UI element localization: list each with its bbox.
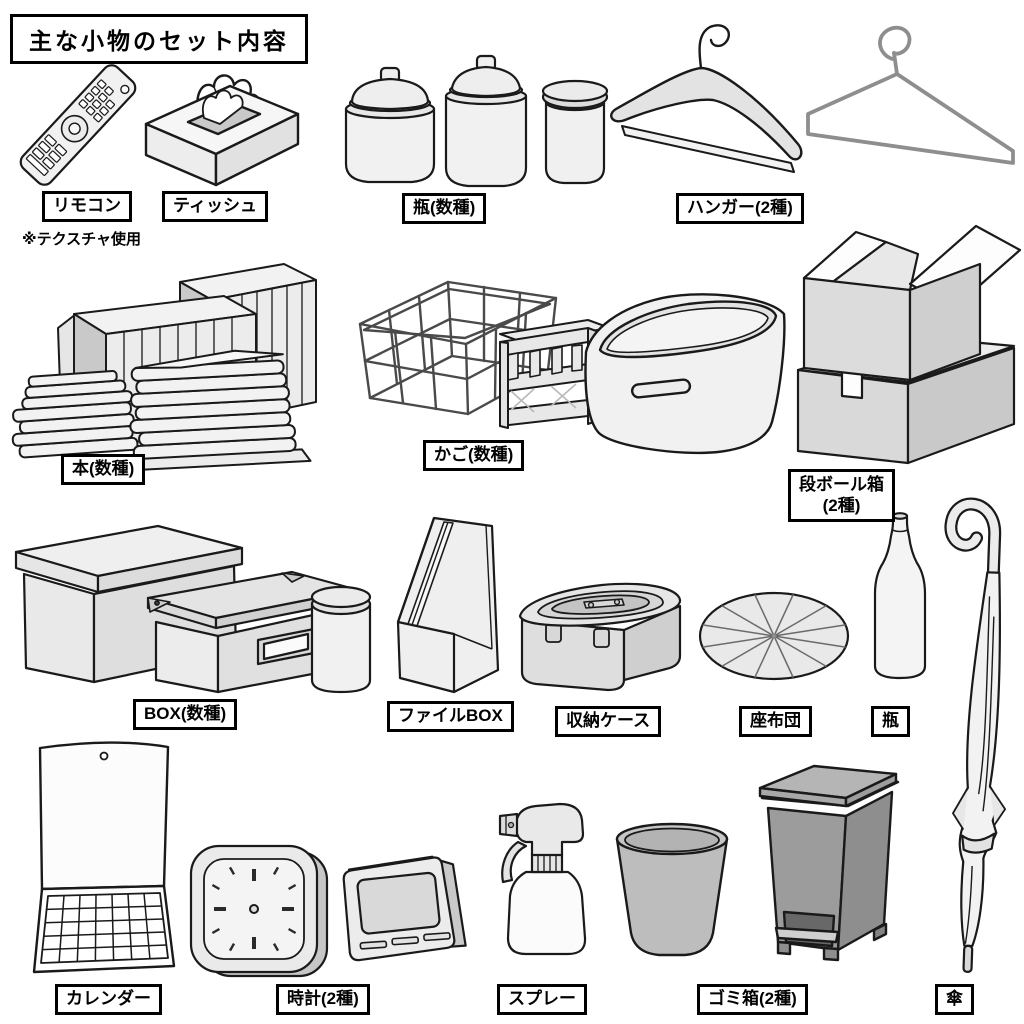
label-umbrella: 傘 bbox=[935, 984, 974, 1015]
pedal-trash-can-illustration bbox=[746, 752, 904, 970]
storage-boxes-illustration bbox=[10, 518, 374, 698]
desk-clock-illustration bbox=[336, 850, 469, 968]
label-spray: スプレー bbox=[497, 984, 587, 1015]
label-books: 本(数種) bbox=[61, 454, 146, 485]
label-trash-cans: ゴミ箱(2種) bbox=[697, 984, 808, 1015]
label-bottle: 瓶 bbox=[871, 706, 910, 737]
label-cushion: 座布団 bbox=[739, 706, 812, 737]
page-title: 主な小物のセット内容 bbox=[10, 14, 308, 64]
umbrella-illustration bbox=[928, 476, 1024, 978]
label-jars: 瓶(数種) bbox=[402, 193, 487, 224]
baskets-illustration bbox=[348, 252, 792, 460]
hangers-illustration bbox=[598, 10, 1022, 192]
label-boxes: BOX(数種) bbox=[133, 699, 238, 730]
books-illustration bbox=[11, 256, 324, 472]
label-calendar: カレンダー bbox=[55, 984, 162, 1015]
floor-cushion-illustration bbox=[696, 586, 853, 683]
spray-bottle-illustration bbox=[486, 792, 598, 960]
storage-case-illustration bbox=[506, 562, 694, 695]
file-box-illustration bbox=[396, 510, 513, 698]
wall-clock-illustration bbox=[183, 836, 335, 988]
label-cardboard-line1: 段ボール箱 bbox=[799, 475, 884, 494]
remote-control-illustration bbox=[18, 60, 138, 190]
label-clocks: 時計(2種) bbox=[276, 984, 370, 1015]
tissue-box-illustration bbox=[138, 62, 306, 190]
calendar-illustration bbox=[28, 736, 180, 978]
label-baskets: かご(数種) bbox=[423, 440, 525, 471]
remote-texture-note: ※テクスチャ使用 bbox=[22, 231, 141, 248]
trash-bucket-illustration bbox=[611, 813, 733, 961]
jars-illustration bbox=[328, 52, 610, 190]
bottle-illustration bbox=[866, 506, 936, 684]
label-cardboard-line2: (2種) bbox=[822, 496, 861, 516]
label-hangers: ハンガー(2種) bbox=[676, 193, 804, 224]
cardboard-boxes-illustration bbox=[790, 220, 1022, 467]
label-tissue: ティッシュ bbox=[162, 191, 268, 222]
label-file-box: ファイルBOX bbox=[387, 701, 514, 732]
label-remote: リモコン bbox=[42, 191, 132, 222]
label-storage-case: 収納ケース bbox=[555, 706, 662, 737]
label-cardboard-boxes: 段ボール箱 (2種) bbox=[788, 469, 895, 522]
